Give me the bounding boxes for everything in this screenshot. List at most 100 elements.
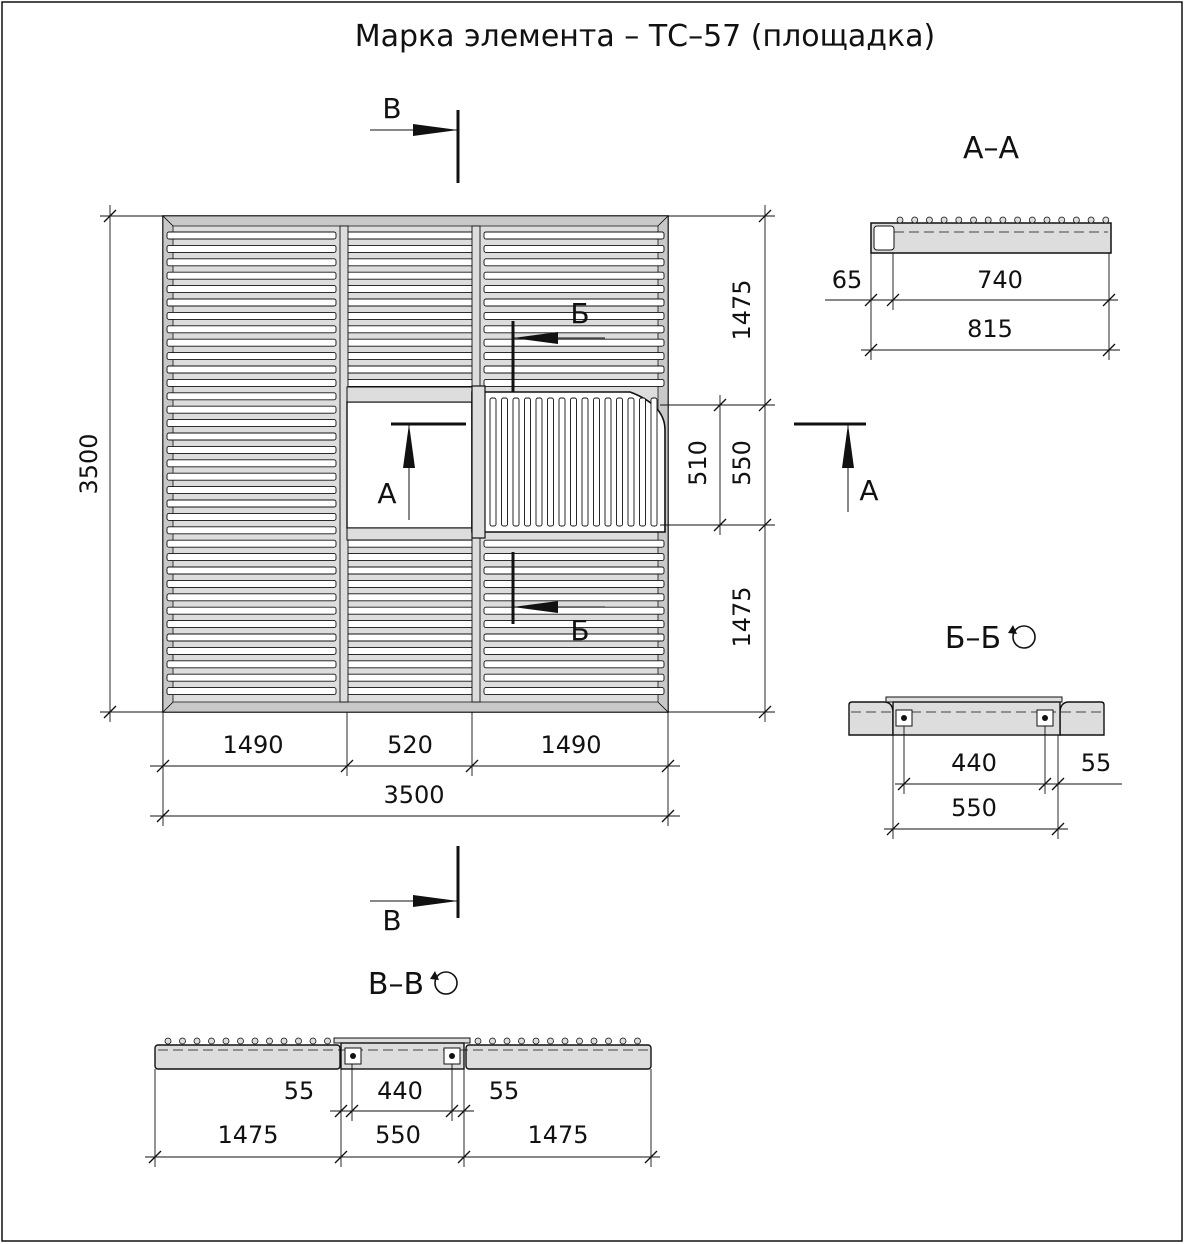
- stud: [164, 1037, 172, 1045]
- stud: [503, 1037, 511, 1045]
- grating-slat: [166, 419, 337, 428]
- grating-slat: [343, 285, 477, 294]
- grating-slat: [166, 365, 337, 374]
- edge-bevel: [162, 701, 669, 713]
- stud: [489, 1037, 496, 1045]
- grating-slat: [166, 392, 337, 401]
- grating-slat: [166, 338, 337, 347]
- grating-slat: [483, 378, 665, 387]
- dim-width-2: 520: [387, 731, 433, 759]
- stud: [999, 216, 1007, 224]
- stud: [295, 1037, 302, 1045]
- stud: [911, 216, 919, 224]
- section-aa-dimensions: [825, 253, 1120, 360]
- grating-slat: [166, 432, 337, 441]
- stud: [940, 216, 948, 224]
- grating-slat: [166, 660, 337, 669]
- grating-slat: [166, 311, 337, 320]
- section-mark-a-right: А: [859, 474, 878, 507]
- grating-slat: [166, 687, 337, 696]
- hatch-bar: [489, 397, 497, 527]
- dim-width-3: 1490: [540, 731, 601, 759]
- stud: [1014, 216, 1021, 224]
- stud: [474, 1037, 482, 1045]
- section-cut-v-top: В: [370, 92, 460, 183]
- grating-slat: [343, 606, 477, 615]
- vv-dim-middle: 550: [375, 1121, 421, 1149]
- grating-slat: [166, 673, 337, 682]
- section-mark-v-top: В: [382, 92, 401, 125]
- stud: [984, 216, 992, 224]
- grating-slat: [343, 378, 477, 387]
- dim-width-1: 1490: [222, 731, 283, 759]
- vv-dim-side-right: 55: [489, 1077, 520, 1105]
- rotation-icon: [1012, 625, 1036, 649]
- grating-slat: [166, 285, 337, 294]
- grating-slat: [483, 646, 665, 655]
- hatch-bar: [547, 397, 554, 527]
- section-aa-title: А–А: [963, 131, 1020, 166]
- grating-slat: [483, 325, 665, 334]
- stud: [590, 1037, 598, 1045]
- grating-slat: [483, 593, 665, 602]
- hatch-bar: [604, 397, 612, 527]
- hatch-panel: [471, 391, 666, 533]
- grating-slat: [343, 633, 477, 642]
- stud: [896, 216, 904, 224]
- grating-slat: [166, 606, 337, 615]
- grating-slat: [343, 365, 477, 374]
- grating-slat: [483, 231, 665, 240]
- hatch-bar: [535, 397, 543, 527]
- grating-slat: [343, 338, 477, 347]
- rotation-arrow-icon: [1008, 625, 1017, 634]
- hatch-bar: [593, 397, 600, 527]
- section-bb-dimensions: [884, 726, 1122, 839]
- stud: [193, 1037, 201, 1045]
- grating-slat: [343, 553, 477, 562]
- grating-slat: [166, 231, 337, 240]
- hatch-bar: [616, 397, 623, 527]
- stud: [634, 1037, 641, 1045]
- grating-slat: [166, 593, 337, 602]
- grating-slat: [483, 687, 665, 696]
- stud: [222, 1037, 230, 1045]
- grating-slat: [343, 231, 477, 240]
- grating-slat: [343, 579, 477, 588]
- grating-slat: [483, 298, 665, 307]
- section-bb-title: Б–Б: [945, 621, 1001, 656]
- section-cut-a-left: А: [377, 422, 466, 520]
- stud: [324, 1037, 331, 1045]
- grating-slat: [343, 325, 477, 334]
- section-vv-title: В–В: [368, 967, 424, 1002]
- grating-slat: [483, 338, 665, 347]
- dim-overall-width: 3500: [383, 781, 444, 809]
- section-mark-b-top: Б: [570, 297, 589, 330]
- grating-slat: [166, 620, 337, 629]
- hatch-bar: [512, 397, 520, 527]
- hatch-bar: [650, 397, 658, 527]
- grating-slat: [343, 620, 477, 629]
- stud: [970, 216, 977, 224]
- plan-view: [162, 215, 669, 713]
- grating-slat: [483, 553, 665, 562]
- vv-dim-outer-right: 1475: [527, 1121, 588, 1149]
- grating-slat: [483, 271, 665, 280]
- dim-height-3: 1475: [728, 586, 756, 647]
- rotation-arrow-icon: [430, 971, 439, 980]
- stud: [309, 1037, 317, 1045]
- grating-slat: [343, 244, 477, 253]
- grating-slat: [343, 646, 477, 655]
- section-vv-studs: [164, 1037, 641, 1045]
- section-aa-profile: [870, 216, 1112, 254]
- stud: [955, 216, 963, 224]
- grating-slat: [483, 365, 665, 374]
- grating-slat: [483, 539, 665, 548]
- stud: [619, 1037, 627, 1045]
- section-cut-a-right: А: [794, 422, 879, 512]
- grating-slat: [166, 258, 337, 267]
- plan-dimension-ticks: [103, 209, 772, 823]
- section-cut-b-top: Б: [511, 297, 605, 392]
- grating-slat: [343, 593, 477, 602]
